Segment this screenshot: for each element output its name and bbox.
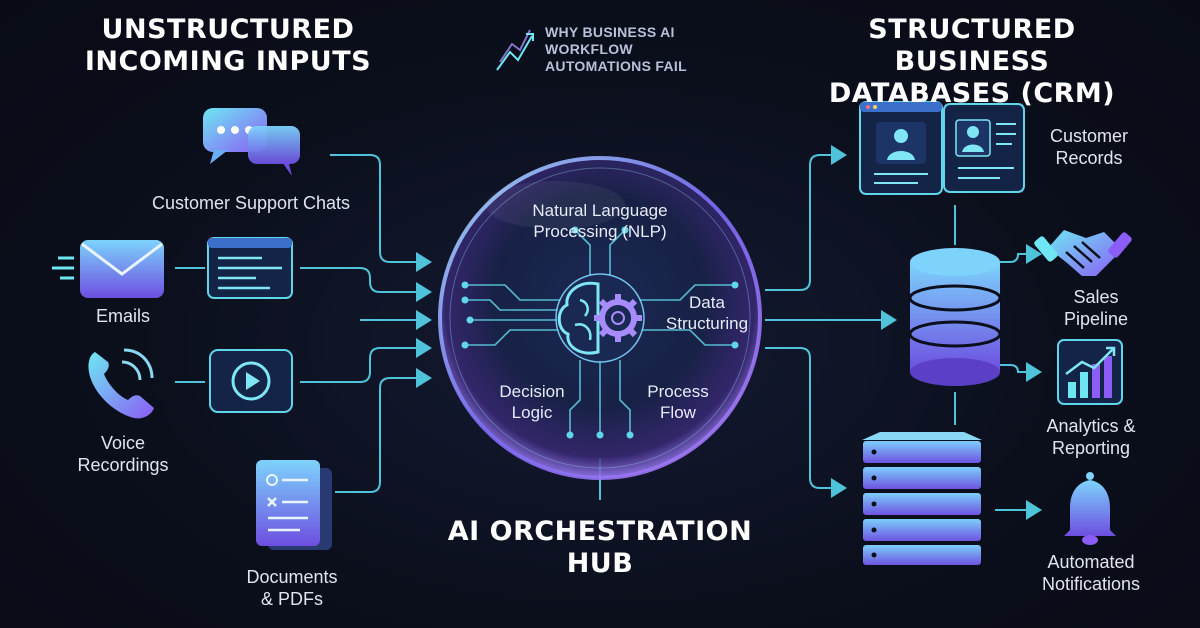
- voice-label-line-2: Recordings: [77, 455, 169, 475]
- hub-label-process: Process Flow: [626, 381, 730, 423]
- database-icon: [908, 248, 1002, 386]
- hub-label-decision: Decision Logic: [480, 381, 584, 423]
- email-window-icon: [207, 237, 293, 299]
- brain-gear-icon: [555, 273, 645, 363]
- sales-pipeline-line-2: Pipeline: [1063, 309, 1129, 329]
- output-label-sales-pipeline: Sales Pipeline: [1040, 286, 1152, 330]
- output-label-customer-records: Customer Records: [1030, 125, 1148, 169]
- profile-card-icon: [859, 101, 1025, 195]
- logo-text: WHY BUSINESS AI WORKFLOW AUTOMATIONS FAI…: [545, 24, 725, 75]
- document-icon: [256, 460, 332, 550]
- phone-icon: [88, 348, 154, 419]
- decision-line-2: Logic: [511, 403, 553, 422]
- server-rack-icon: [861, 432, 983, 567]
- input-label-chats: Customer Support Chats: [118, 192, 384, 214]
- chat-bubbles-icon: [203, 108, 300, 176]
- structuring-line-2: Structuring: [665, 314, 749, 333]
- output-label-notifications: Automated Notifications: [1020, 551, 1162, 595]
- right-heading-line-1: STRUCTURED BUSINESS: [868, 14, 1076, 77]
- hub-label-nlp: Natural Language Processing (NLP): [500, 200, 700, 242]
- process-line-1: Process: [647, 382, 709, 401]
- input-label-voice: Voice Recordings: [54, 432, 192, 476]
- left-heading: UNSTRUCTURED INCOMING INPUTS: [78, 14, 378, 78]
- logo-line-3: AUTOMATIONS FAIL: [545, 58, 687, 74]
- left-heading-line-2: INCOMING INPUTS: [84, 46, 372, 77]
- bar-chart-icon: [1057, 339, 1123, 405]
- nlp-line-2: Processing (NLP): [533, 222, 667, 241]
- handshake-icon: [1034, 230, 1132, 276]
- output-label-analytics: Analytics & Reporting: [1026, 415, 1156, 459]
- left-heading-line-1: UNSTRUCTURED: [101, 14, 355, 45]
- notifications-line-2: Notifications: [1041, 574, 1141, 594]
- decision-line-1: Decision: [499, 382, 565, 401]
- analytics-line-2: Reporting: [1051, 438, 1131, 458]
- hub-title: AI ORCHESTRATION HUB: [440, 516, 760, 580]
- chats-label-text: Customer Support Chats: [151, 193, 351, 213]
- logo-line-1: WHY BUSINESS AI: [545, 24, 675, 40]
- logo-line-2: WORKFLOW: [545, 41, 633, 57]
- docs-label-line-1: Documents: [246, 567, 338, 587]
- analytics-line-1: Analytics &: [1046, 416, 1136, 436]
- hub-title-line-1: AI ORCHESTRATION: [447, 516, 753, 547]
- voice-label-line-1: Voice: [100, 433, 146, 453]
- right-heading: STRUCTURED BUSINESS DATABASES (CRM): [790, 14, 1154, 110]
- trend-chart-icon: [496, 29, 534, 71]
- right-heading-line-2: DATABASES (CRM): [828, 78, 1116, 109]
- sales-pipeline-line-1: Sales: [1073, 287, 1119, 307]
- hub-label-structuring: Data Structuring: [652, 292, 762, 334]
- notifications-line-1: Automated: [1047, 552, 1135, 572]
- nlp-line-1: Natural Language: [532, 201, 668, 220]
- media-player-icon: [209, 349, 293, 413]
- customer-records-line-1: Customer: [1049, 126, 1129, 146]
- input-label-docs: Documents & PDFs: [222, 566, 362, 610]
- emails-label-text: Emails: [95, 306, 150, 326]
- docs-label-line-2: & PDFs: [260, 589, 323, 609]
- input-label-emails: Emails: [60, 305, 186, 327]
- process-line-2: Flow: [660, 403, 696, 422]
- envelope-icon: [52, 240, 164, 298]
- structuring-line-1: Data: [689, 293, 725, 312]
- bell-icon: [1064, 472, 1116, 545]
- customer-records-line-2: Records: [1055, 148, 1123, 168]
- hub-title-line-2: HUB: [566, 548, 634, 579]
